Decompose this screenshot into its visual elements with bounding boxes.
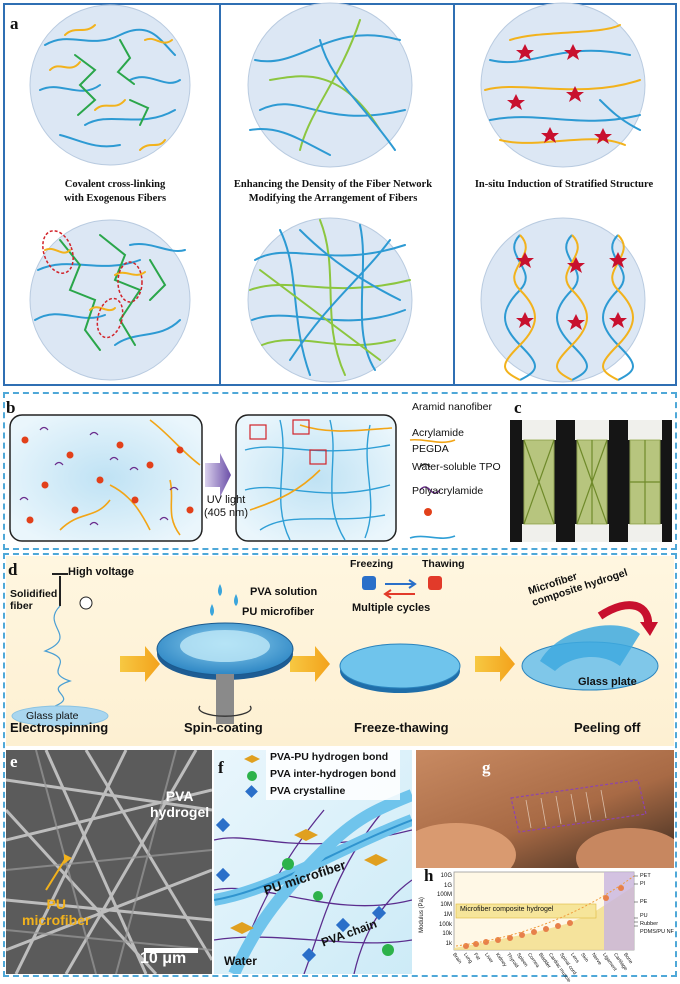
lattice-samples (522, 420, 662, 542)
h-ytick-10m: 10M (440, 902, 452, 909)
legend-pegda: PEGDA (412, 443, 449, 455)
panel-f-label: f (218, 758, 224, 777)
f-legend-pva-inter: PVA inter-hydrogen bond (270, 768, 396, 780)
d-step-peeling-off: Peeling off (574, 720, 641, 735)
panel-a-divider-2 (453, 5, 455, 384)
panel-dh-frame (3, 553, 677, 977)
panel-a-label: a (10, 14, 19, 33)
panel-a-col1-caption: Covalent cross-linking with Exogenous Fi… (20, 178, 210, 206)
d-solidified-line1: Solidified (10, 588, 58, 600)
e-scale-label: 10 μm (140, 950, 187, 967)
panel-b-diagram (9, 414, 456, 542)
panel-f-diagram (214, 755, 412, 974)
panel-c-label: c (514, 398, 522, 417)
h-ytick-1k: 1k (445, 940, 452, 947)
h-ytick-100m: 100M (436, 892, 452, 899)
legend-acrylamide: Acrylamide (412, 427, 464, 439)
legend-aramid: Aramid nanofiber (412, 401, 492, 413)
panel-h-chart (453, 871, 638, 951)
circle-a1-top (29, 4, 191, 166)
d-step-freeze-thawing: Freeze-thawing (354, 720, 449, 735)
panel-e-image (6, 750, 212, 974)
legend-polyacrylamide: Polyacrylamide (412, 485, 484, 497)
h-mat-pdms: PDMS/PU NF (640, 929, 674, 935)
d-multiple-cycles: Multiple cycles (352, 602, 431, 614)
e-pu-line1: PU (46, 896, 66, 912)
h-ylabel: Modulus (Pa) (418, 897, 425, 933)
e-pva-line2: hydrogel (150, 804, 210, 820)
h-tissue-label: Fat (472, 952, 482, 962)
panel-a-col2-caption: Enhancing the Density of the Fiber Netwo… (218, 178, 448, 206)
panel-bc-frame (3, 392, 677, 550)
e-pu-line2: microfiber (22, 912, 91, 928)
f-water: Water (224, 954, 257, 968)
skin-sensor (416, 779, 674, 868)
col1-caption-line2: with Exogenous Fibers (63, 193, 167, 204)
d-glass-plate-1: Glass plate (26, 710, 79, 722)
col2-caption-line2: Modifying the Arrangement of Fibers (248, 193, 418, 204)
b-box-after (235, 414, 397, 542)
panel-b-label: b (6, 398, 16, 417)
f-legend: PVA-PU hydrogen bond PVA inter-hydrogen … (266, 749, 400, 800)
f-legend-pva-crystalline: PVA crystalline (270, 785, 346, 797)
d-solidified-line2: fiber (10, 600, 33, 612)
e-pva-hydrogel: PVA hydrogel (150, 788, 209, 820)
panel-g-label: g (482, 758, 491, 777)
h-mat-pet: PET (640, 873, 651, 879)
h-tissue-label: Lung (461, 952, 474, 965)
h-tissue-label: Skin (579, 952, 591, 964)
h-mat-pe: PE (640, 899, 648, 905)
col2-caption-line1: Enhancing the Density of the Fiber Netwo… (233, 179, 433, 190)
h-band (455, 903, 597, 919)
panel-g-photo (416, 750, 674, 868)
d-freezing: Freezing (350, 558, 394, 570)
uv-light-label: UV light (405 nm) (196, 494, 256, 520)
step-arrow-2 (290, 646, 330, 682)
d-high-voltage: High voltage (68, 566, 135, 578)
h-ytick-100k: 100k (438, 921, 452, 928)
d-step-spin-coating: Spin-coating (184, 720, 263, 735)
h-mat-pi: PI (640, 881, 646, 887)
d-step-electrospinning: Electrospinning (10, 720, 109, 735)
h-band-label: Microfiber composite hydrogel (460, 906, 554, 913)
h-yticks: 10G 1G 100M 10M 1M 100k 10k 1k (432, 872, 452, 950)
d-pva-solution: PVA solution (250, 586, 318, 598)
panel-a-circles (29, 2, 646, 383)
d-solidified-fiber: Solidified fiber (10, 588, 57, 612)
legend-tpo: Water-soluble TPO (412, 461, 501, 473)
h-ytick-1m: 1M (443, 911, 452, 918)
uv-light-line1: UV light (206, 494, 246, 506)
panel-a-col3-caption: In-situ Induction of Stratified Structur… (474, 179, 654, 190)
b-box-before (9, 414, 203, 542)
h-materials: PET PI PE PU Rubber PDMS/PU NF (640, 872, 674, 936)
panel-d-diagram (11, 573, 659, 727)
e-pu-microfiber: PU microfiber (22, 896, 90, 928)
h-ytick-1g: 1G (443, 882, 452, 889)
d-pu-microfiber: PU microfiber (242, 606, 315, 618)
uv-arrow (205, 453, 231, 497)
h-mat-pu: PU (640, 913, 648, 919)
e-pva-line1: PVA (165, 788, 194, 804)
panel-e-label: e (10, 752, 18, 771)
h-ytick-10k: 10k (442, 931, 452, 938)
step-arrow-3 (475, 646, 515, 682)
panel-a-divider-1 (219, 5, 221, 384)
sem-fibers (6, 750, 212, 974)
panel-h-label: h (424, 866, 434, 885)
h-mat-rubber: Rubber (640, 921, 659, 927)
d-thawing: Thawing (422, 558, 465, 570)
uv-light-line2: (405 nm) (203, 507, 249, 519)
h-ytick-10g: 10G (440, 873, 452, 879)
d-step-labels: Electrospinning Spin-coating Freeze-thaw… (6, 720, 674, 742)
panel-d-label: d (8, 560, 18, 579)
f-legend-pva-pu: PVA-PU hydrogen bond (270, 751, 389, 763)
h-tissue-label: Liver (483, 952, 495, 965)
panel-c-photo (510, 420, 672, 542)
d-glass-plate-2: Glass plate (578, 676, 637, 688)
circle-a3-top (480, 2, 646, 168)
col1-caption-line1: Covalent cross-linking (64, 179, 166, 190)
glass-plate-1 (11, 705, 109, 727)
step-arrow-1 (120, 646, 160, 682)
